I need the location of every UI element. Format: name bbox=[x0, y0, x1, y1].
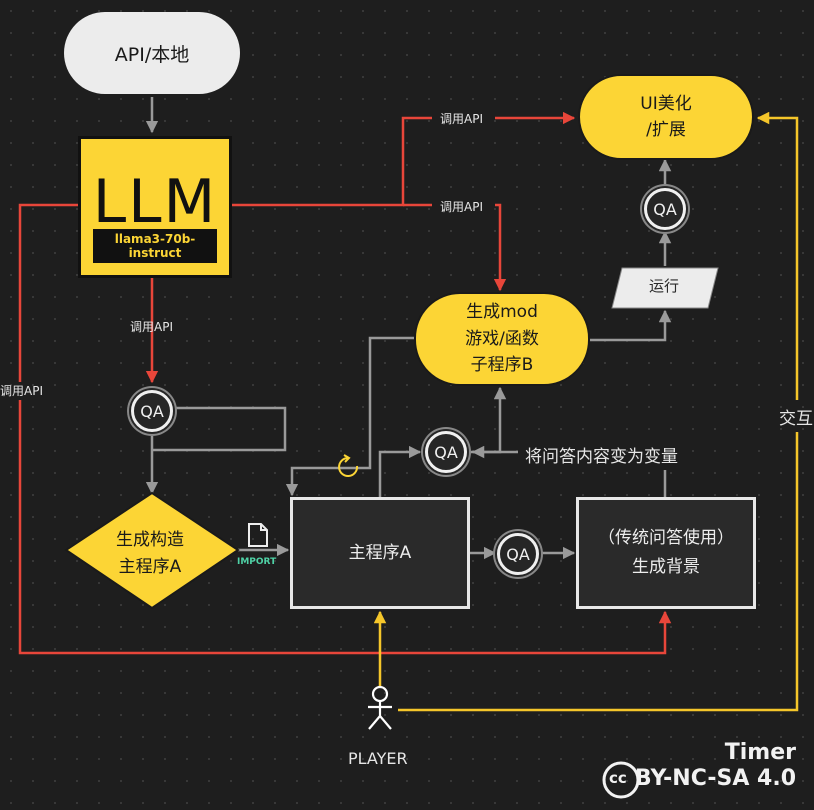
player-label: PLAYER bbox=[348, 749, 408, 768]
background-node: （传统问答使用） 生成背景 bbox=[576, 497, 756, 609]
edge-qa-to-mod bbox=[468, 386, 507, 454]
qa-node-lower: QA bbox=[497, 533, 539, 575]
api-local-label: API/本地 bbox=[114, 43, 190, 66]
gen-mod-node: 生成mod 游戏/函数 子程序B bbox=[414, 292, 590, 386]
qa-node-left: QA bbox=[131, 390, 173, 432]
qa-node-center: QA bbox=[425, 431, 467, 473]
edge-player-to-ui bbox=[398, 118, 799, 712]
ui-label-line2: /扩展 bbox=[646, 120, 686, 140]
mod-label-line1: 生成mod bbox=[466, 302, 538, 323]
main-program-a-node: 主程序A bbox=[290, 497, 470, 609]
import-label: IMPORT bbox=[237, 557, 277, 567]
edge-main-to-qa bbox=[378, 445, 422, 497]
gen-main-label: 生成构造 主程序A bbox=[80, 527, 220, 581]
ui-label-line1: UI美化 bbox=[640, 93, 692, 114]
player-icon bbox=[368, 685, 392, 730]
edge-llm-to-bg bbox=[18, 203, 665, 655]
call-api-label-mod: 调用API bbox=[440, 200, 483, 214]
gen-main-line2: 主程序A bbox=[118, 557, 182, 578]
edge-mod-to-run bbox=[590, 309, 672, 342]
edge-mod-loop-to-main bbox=[285, 336, 416, 497]
edge-qa-side-loop bbox=[152, 406, 287, 452]
run-parallelogram bbox=[611, 267, 719, 309]
main-program-label: 主程序A bbox=[348, 542, 412, 563]
answer-to-variable-label: 将问答内容变为变量 bbox=[525, 447, 678, 467]
mod-label-line3: 子程序B bbox=[470, 355, 534, 376]
api-local-node: API/本地 bbox=[64, 12, 240, 94]
qa-label: QA bbox=[140, 401, 164, 421]
llm-title: LLM bbox=[92, 167, 218, 237]
run-label: 运行 bbox=[648, 277, 679, 295]
author-label: Timer bbox=[724, 740, 796, 765]
qa-label: QA bbox=[653, 199, 677, 219]
license-label: BY-NC-SA 4.0 bbox=[635, 766, 796, 791]
ui-beautify-node: UI美化 /扩展 bbox=[578, 74, 754, 160]
cc-license-icon bbox=[602, 761, 640, 799]
edge-llm-to-mod bbox=[403, 203, 500, 290]
qa-node-upper-right: QA bbox=[644, 188, 686, 230]
mod-label-line2: 游戏/函数 bbox=[465, 328, 539, 349]
qa-label: QA bbox=[506, 544, 530, 564]
document-icon bbox=[248, 523, 268, 547]
llm-model-label: llama3-70b-instruct bbox=[93, 229, 217, 263]
license-text: BY-NC-SA 4.0 bbox=[634, 766, 796, 791]
call-api-label-left: 调用API bbox=[0, 384, 43, 398]
call-api-label-qa: 调用API bbox=[130, 320, 173, 334]
qa-label: QA bbox=[434, 442, 458, 462]
gen-main-diamond bbox=[64, 491, 240, 610]
refresh-icon bbox=[338, 454, 359, 477]
cc-text: cc bbox=[609, 769, 627, 787]
background-line2: 生成背景 bbox=[632, 557, 700, 577]
background-line1: （传统问答使用） bbox=[598, 528, 734, 549]
interact-label: 交互 bbox=[779, 409, 813, 429]
gen-main-line1: 生成构造 bbox=[116, 530, 184, 550]
llm-node: LLM llama3-70b-instruct bbox=[78, 136, 232, 278]
call-api-label-ui: 调用API bbox=[440, 112, 483, 126]
edge-llm-to-ui bbox=[232, 118, 574, 207]
